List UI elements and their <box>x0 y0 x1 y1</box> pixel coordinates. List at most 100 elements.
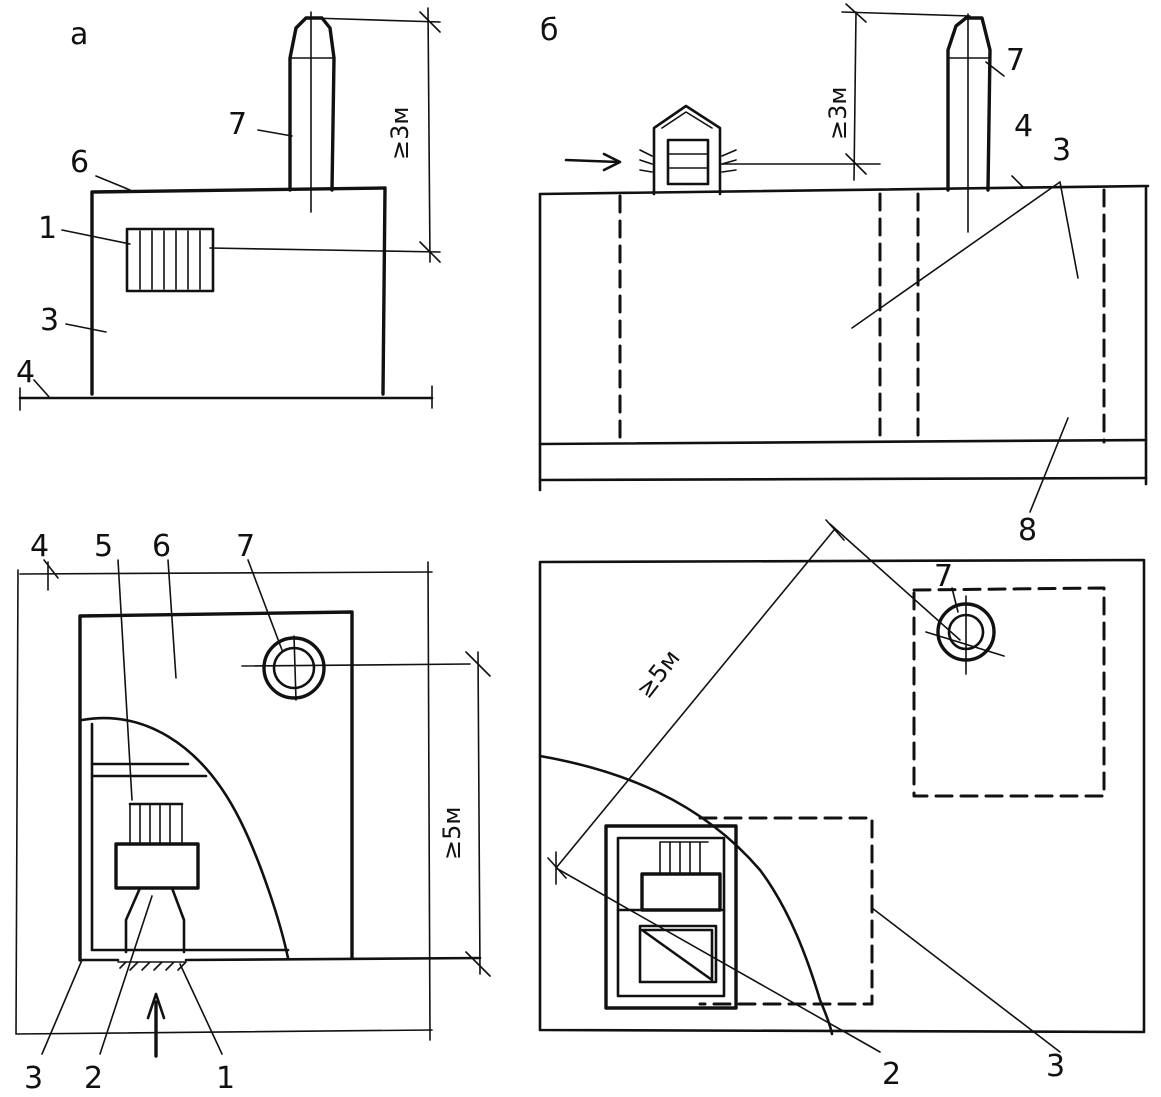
filter-hatch <box>640 928 714 982</box>
height-dimension-lines <box>209 7 441 263</box>
distance-dimension-line <box>477 651 481 975</box>
callout-4-plan: 4 <box>30 529 49 564</box>
fan-fins-b <box>659 841 709 875</box>
callout-7: 7 <box>228 107 247 142</box>
leader-7 <box>257 129 293 137</box>
exhaust-shaft <box>288 16 336 192</box>
leader-7-plan <box>247 559 283 651</box>
intake-grille <box>125 227 215 293</box>
leader-6 <box>95 175 131 191</box>
callout-3-plan: 3 <box>24 1061 43 1096</box>
intake-duct <box>124 886 186 954</box>
panel-a-label: а <box>70 17 88 52</box>
height-dimension-text: ≥3м <box>386 107 414 160</box>
exhaust-shaft-b <box>946 16 992 192</box>
panel-a-elevation: а ≥3м 7 6 1 3 4 <box>16 7 441 411</box>
cutaway-curve <box>80 716 290 960</box>
intake-arrow-icon <box>602 152 622 172</box>
height-dimension-text-b: ≥3м <box>824 87 852 140</box>
roof-line <box>538 184 1150 196</box>
building-plan-b <box>538 558 1146 1034</box>
intake-louvers <box>667 153 709 169</box>
intake-chamber-inner <box>616 836 726 998</box>
intake-housing <box>652 104 722 196</box>
leader-8 <box>1029 417 1069 513</box>
callout-1-plan: 1 <box>216 1061 235 1096</box>
panel-b-label: б <box>540 13 559 48</box>
leader-3-plan <box>41 959 83 1055</box>
callout-3: 3 <box>40 303 59 338</box>
air-handler-unit <box>114 842 200 890</box>
distance-extension-upper <box>829 523 961 641</box>
leader-4 <box>33 379 51 399</box>
callout-8: 8 <box>1018 513 1037 548</box>
intake-chamber-outer <box>604 824 738 1010</box>
callout-7-plan-b: 7 <box>934 559 953 594</box>
intake-hood-lines <box>661 111 713 129</box>
callout-3b: 3 <box>1052 133 1071 168</box>
filter-box <box>638 924 718 984</box>
site-boundary <box>15 569 433 1035</box>
building-elevation <box>90 186 387 396</box>
leader-2-plan <box>99 895 153 1055</box>
callout-6-plan: 6 <box>152 529 171 564</box>
ground-ticks <box>19 385 433 411</box>
panel-b-plan: ≥5м 7 2 3 <box>538 519 1146 1092</box>
callout-7-plan: 7 <box>236 529 255 564</box>
distance-dimension-ticks <box>465 651 491 977</box>
shaft-center-lines <box>241 635 471 701</box>
leader-1 <box>61 229 131 245</box>
callout-1: 1 <box>38 211 57 246</box>
distance-dimension-text-b: ≥5м <box>631 644 686 703</box>
fan-fins <box>129 803 183 843</box>
leader-4b <box>1011 175 1025 189</box>
panel-b-elevation: б ≥3м <box>538 3 1150 548</box>
callout-3-plan-b: 3 <box>1046 1049 1065 1084</box>
ground-line-b <box>538 476 1148 482</box>
building-plan <box>78 610 354 962</box>
leader-3a <box>851 181 1061 329</box>
height-dimension-ticks <box>419 11 441 263</box>
callout-4: 4 <box>16 355 35 390</box>
leader-3b <box>1059 181 1079 279</box>
roof-intake-unit <box>564 104 737 196</box>
interior-partition <box>90 762 208 778</box>
inflow-arrow-icon <box>146 992 166 1020</box>
callout-2-plan: 2 <box>84 1061 103 1096</box>
air-flow-marks <box>639 149 737 173</box>
dashed-room-lower <box>698 816 874 1006</box>
intake-arrow-shaft <box>564 158 620 164</box>
intake-louver-box <box>666 138 710 186</box>
interior-wall-1 <box>90 722 290 952</box>
dashed-room-upper <box>912 586 1106 798</box>
site-right-line <box>427 561 431 1041</box>
callout-6: 6 <box>70 145 89 180</box>
callout-2-plan-b: 2 <box>882 1057 901 1092</box>
building-plan-bottom <box>78 956 482 962</box>
shaft-center-lines-b <box>925 595 1005 675</box>
panel-a-plan: ≥5м 4 5 6 7 3 2 1 <box>15 529 491 1096</box>
leader-7-plan-b <box>951 587 959 613</box>
air-handler-unit-b <box>640 872 722 912</box>
callout-7b: 7 <box>1006 43 1025 78</box>
intake-opening-hatch <box>117 961 187 971</box>
floor-line <box>538 438 1148 446</box>
leader-6-plan <box>167 559 177 679</box>
distance-dimension-line-b <box>555 529 835 869</box>
leader-3-plan-b <box>871 907 1061 1053</box>
leader-7b <box>985 61 1005 77</box>
leader-1-plan <box>179 963 223 1055</box>
grille-louvers <box>139 230 201 290</box>
site-top-line <box>19 571 433 575</box>
cutaway-curve-b <box>538 754 834 1036</box>
distance-dimension-text: ≥5м <box>438 807 466 860</box>
leader-2-plan-b <box>555 867 881 1053</box>
callout-5: 5 <box>94 529 113 564</box>
leader-4-plan <box>43 559 59 579</box>
height-dimension-lines-b <box>721 11 971 181</box>
callout-4b: 4 <box>1014 109 1033 144</box>
leader-3 <box>65 323 107 333</box>
leader-5 <box>117 559 133 801</box>
